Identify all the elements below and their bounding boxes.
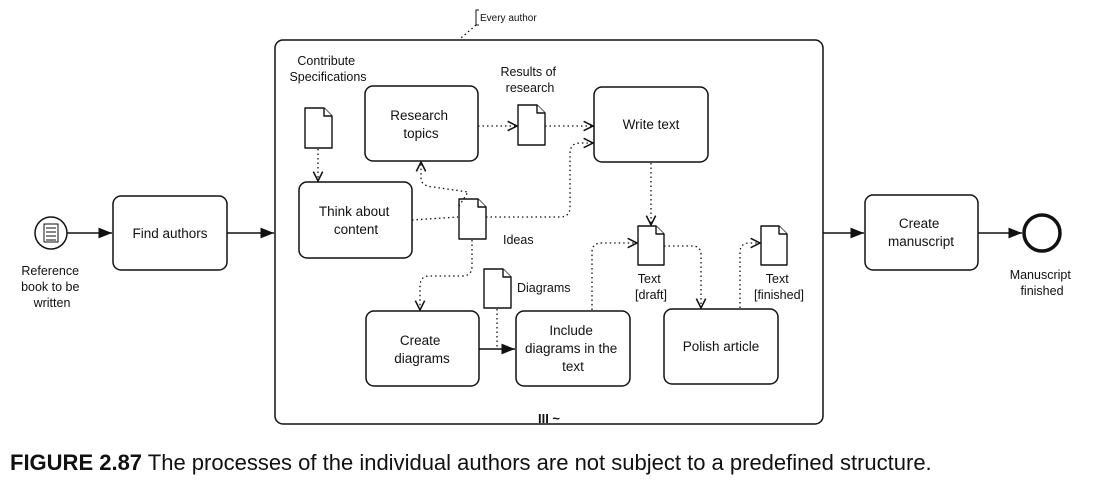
task-create-manuscript-label: Create manuscript <box>888 216 954 249</box>
results-of-research-label: Results of research <box>500 65 559 95</box>
data-object-text-finished[interactable] <box>760 225 788 266</box>
data-object-results-of-research[interactable] <box>517 104 546 146</box>
task-polish-article-label: Polish article <box>683 339 760 354</box>
assoc-think-to-ideas <box>411 216 459 221</box>
conditional-icon <box>43 223 59 243</box>
ad-hoc-marker: III ~ <box>538 411 560 426</box>
contribute-specifications-label: Contribute Specifications <box>289 54 366 84</box>
data-object-contribute-specifications[interactable] <box>304 107 333 149</box>
figure-caption: FIGURE 2.87 The processes of the individ… <box>10 450 1090 476</box>
task-include-diagrams[interactable] <box>515 310 631 387</box>
assoc-include-to-draft <box>591 243 637 310</box>
task-research-topics-label: Research topics <box>390 108 452 141</box>
task-create-diagrams-label: Create diagrams <box>394 333 450 366</box>
text-finished-label: Text [finished] <box>754 272 804 302</box>
task-create-manuscript[interactable] <box>864 194 979 271</box>
assoc-polish-to-finished <box>739 243 760 308</box>
figure-number: FIGURE 2.87 <box>10 450 143 475</box>
data-object-diagrams[interactable] <box>483 268 512 309</box>
task-create-diagrams[interactable] <box>365 310 480 387</box>
end-event-label: Manuscript finished <box>1010 268 1075 298</box>
task-think-about-content-label: Think about content <box>319 204 393 237</box>
ideas-label: Ideas <box>503 233 534 247</box>
start-event[interactable] <box>34 216 68 250</box>
bpmn-diagram: Every author III ~ Reference book to be … <box>21 9 1075 426</box>
assoc-draft-to-polish <box>664 245 701 308</box>
task-find-authors-label: Find authors <box>132 226 207 241</box>
start-event-label: Reference book to be written <box>21 264 83 310</box>
assoc-ideas-to-research <box>421 162 470 207</box>
text-draft-label: Text [draft] <box>635 272 667 302</box>
assoc-ideas-to-create-diagrams <box>420 240 473 310</box>
end-event[interactable] <box>1022 213 1062 253</box>
task-write-text-label: Write text <box>623 117 680 132</box>
annotation-every-author: Every author <box>460 9 537 39</box>
diagrams-label: Diagrams <box>517 281 571 295</box>
annotation-association <box>460 24 477 39</box>
task-think-about-content[interactable] <box>298 181 413 259</box>
data-object-ideas[interactable] <box>458 198 487 240</box>
annotation-text: Every author <box>480 13 537 24</box>
task-research-topics[interactable] <box>364 85 479 162</box>
data-object-text-draft[interactable] <box>637 225 665 266</box>
figure-caption-text: The processes of the individual authors … <box>147 450 932 475</box>
task-include-diagrams-label: Include diagrams in the text <box>525 323 621 374</box>
task-polish-article[interactable] <box>663 308 779 385</box>
